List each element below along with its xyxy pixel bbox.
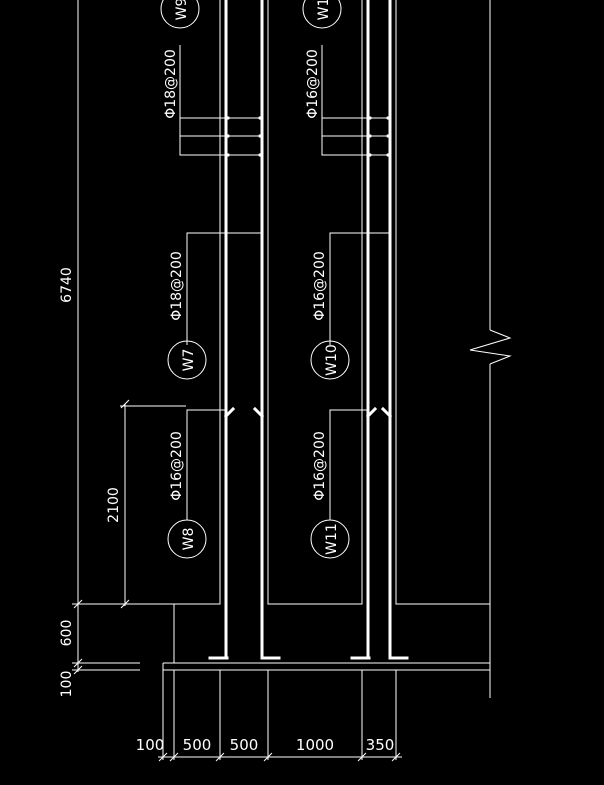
bar-mark-w10: W10 bbox=[324, 344, 340, 376]
dimension-text-bottom-350: 350 bbox=[366, 736, 395, 754]
bottom-slab bbox=[163, 663, 490, 760]
bottom-dimension-chain bbox=[158, 753, 402, 761]
leaders bbox=[187, 233, 390, 520]
rebar-label-right-mid: Φ16@200 bbox=[312, 251, 328, 321]
bar-mark-w9: W9 bbox=[174, 0, 190, 20]
dimension-text-2100: 2100 bbox=[106, 487, 122, 523]
upper-ties bbox=[180, 45, 390, 155]
dimension-text-6740: 6740 bbox=[59, 267, 75, 303]
dimension-text-bottom-500a: 500 bbox=[183, 736, 212, 754]
bar-mark-w11: W11 bbox=[324, 523, 340, 555]
dimension-text-600: 600 bbox=[59, 620, 75, 647]
rebar-label-left-mid: Φ18@200 bbox=[169, 251, 185, 321]
tie-dots bbox=[226, 116, 390, 157]
wall-outlines bbox=[78, 0, 510, 698]
dimension-text-bottom-500b: 500 bbox=[230, 736, 259, 754]
bar-mark-w8: W8 bbox=[181, 528, 197, 551]
bar-mark-circles bbox=[161, 0, 349, 558]
rebar-label-right-low: Φ16@200 bbox=[312, 431, 328, 501]
rebar-bars bbox=[210, 0, 407, 658]
dimension-text-bottom-100: 100 bbox=[136, 736, 165, 754]
rebar-label-left-top: Φ18@200 bbox=[163, 49, 179, 119]
dimension-text-100-left: 100 bbox=[59, 671, 75, 698]
bar-mark-w7: W7 bbox=[181, 349, 197, 372]
rebar-label-right-top: Φ16@200 bbox=[305, 49, 321, 119]
dimension-text-bottom-1000: 1000 bbox=[296, 736, 334, 754]
rebar-label-left-low: Φ16@200 bbox=[169, 431, 185, 501]
wall-height-dimension bbox=[120, 400, 186, 608]
bar-mark-w1: W1 bbox=[316, 0, 332, 20]
left-dimension-chain bbox=[72, 0, 140, 674]
